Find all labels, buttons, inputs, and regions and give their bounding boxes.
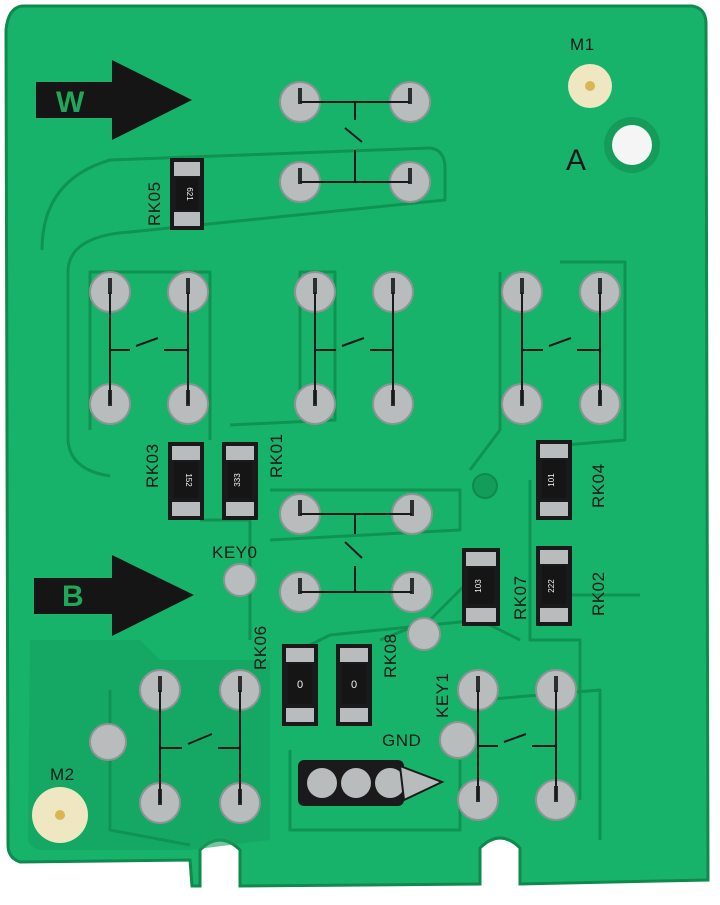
resistor-rk04: 101 — [536, 440, 572, 520]
label-rk08: RK08 — [381, 633, 400, 678]
gnd-connector — [298, 760, 445, 806]
label-gnd: GND — [382, 731, 421, 750]
copper-traces — [40, 146, 640, 847]
label-rk02: RK02 — [589, 571, 608, 616]
label-a: A — [566, 144, 587, 177]
code-rk01: 333 — [233, 473, 242, 487]
code-rk04: 101 — [547, 473, 556, 487]
code-rk08: 0 — [351, 679, 357, 691]
resistor-rk05: 621 — [170, 158, 204, 230]
label-rk03: RK03 — [143, 443, 162, 488]
code-rk02: 222 — [547, 579, 556, 593]
arrow-w: W — [36, 60, 192, 140]
code-rk06: 0 — [297, 679, 303, 691]
code-rk07: 103 — [474, 579, 483, 593]
ground-pour — [28, 640, 270, 850]
label-rk01: RK01 — [267, 433, 286, 478]
code-rk03: 152 — [184, 473, 193, 487]
resistor-rk02: 222 — [536, 546, 572, 626]
label-key0: KEY0 — [212, 543, 257, 562]
label-m1: M1 — [570, 35, 595, 54]
label-rk06: RK06 — [251, 625, 270, 670]
switch-symbols — [109, 101, 601, 803]
resistor-rk01: 333 — [222, 442, 258, 520]
label-rk04: RK04 — [589, 463, 608, 508]
resistor-rk06: 0 — [282, 644, 318, 726]
label-rk05: RK05 — [145, 181, 164, 226]
arrow-w-label: W — [56, 86, 85, 119]
hole-a: A — [566, 117, 660, 177]
code-rk05: 621 — [185, 187, 194, 201]
mount-m1: M1 — [568, 35, 612, 108]
resistor-rk07: 103 — [462, 548, 500, 626]
resistor-rk03: 152 — [168, 442, 204, 520]
arrow-b: B — [34, 555, 194, 636]
label-key1: KEY1 — [433, 673, 452, 718]
mount-m2: M2 — [32, 765, 88, 843]
test-hole — [472, 473, 498, 499]
label-rk07: RK07 — [511, 575, 530, 620]
label-m2: M2 — [50, 765, 75, 784]
resistor-rk08: 0 — [336, 644, 372, 726]
arrow-b-label: B — [62, 580, 84, 613]
